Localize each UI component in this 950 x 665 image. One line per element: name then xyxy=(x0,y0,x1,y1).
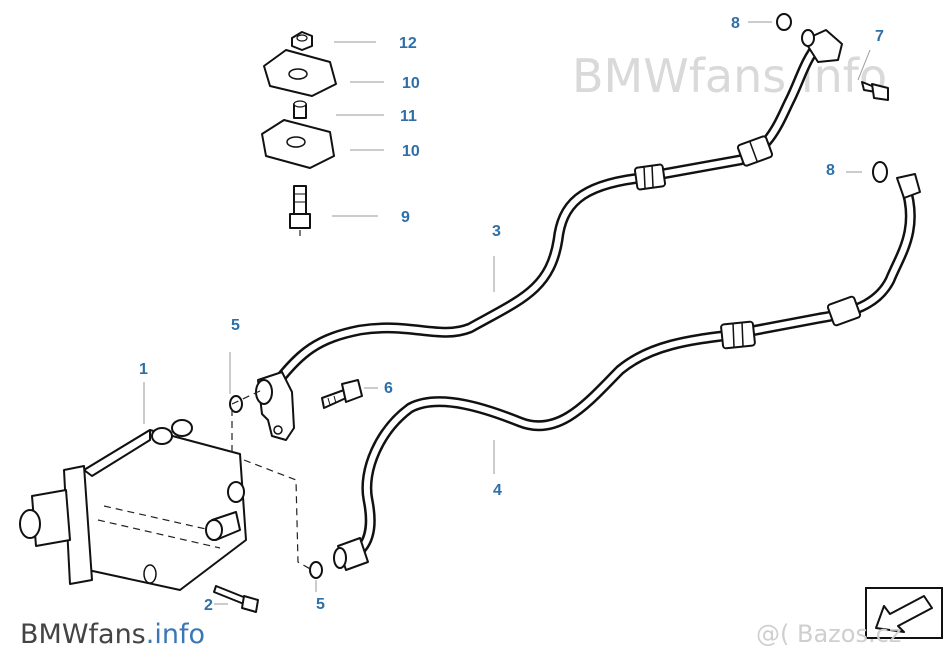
bolt-2 xyxy=(213,585,259,613)
callout-10-upper: 10 xyxy=(402,75,420,92)
callout-5-upper: 5 xyxy=(231,317,240,334)
bolt-7 xyxy=(861,81,889,101)
banjo-fitting xyxy=(255,371,295,441)
o-ring-8-upper xyxy=(776,13,792,31)
svg-text:BMWfans.info: BMWfans.info xyxy=(20,619,205,650)
callout-3: 3 xyxy=(492,223,501,240)
callout-9: 9 xyxy=(401,209,410,226)
watermark-bazos: @( Bazos.cz xyxy=(756,620,901,648)
callout-4: 4 xyxy=(493,482,502,499)
o-ring-5-lower xyxy=(309,561,323,579)
assembly-line-b xyxy=(243,459,313,571)
watermark-top: BMWfans.info xyxy=(572,49,887,103)
callout-8-lower: 8 xyxy=(826,162,835,179)
bolt-6 xyxy=(321,379,363,409)
callout-8-upper: 8 xyxy=(731,15,740,32)
oil-cooler xyxy=(19,419,247,591)
callout-10-lower: 10 xyxy=(402,143,420,160)
watermark-bottom: BMWfans.info xyxy=(20,619,205,650)
callout-5-lower: 5 xyxy=(316,596,325,613)
assembly-line-a xyxy=(231,389,263,452)
callout-1: 1 xyxy=(139,361,148,378)
arrow-down-left-icon[interactable] xyxy=(865,587,943,639)
callout-7: 7 xyxy=(875,28,884,45)
callout-11: 11 xyxy=(400,108,417,125)
hose-3 xyxy=(264,29,843,398)
hose-4 xyxy=(333,173,921,571)
clamp-assembly xyxy=(261,31,337,229)
callout-2: 2 xyxy=(204,597,213,614)
callout-12: 12 xyxy=(399,35,417,52)
callout-6: 6 xyxy=(384,380,393,397)
o-ring-5-upper xyxy=(229,395,243,413)
o-ring-8-lower xyxy=(872,161,888,183)
